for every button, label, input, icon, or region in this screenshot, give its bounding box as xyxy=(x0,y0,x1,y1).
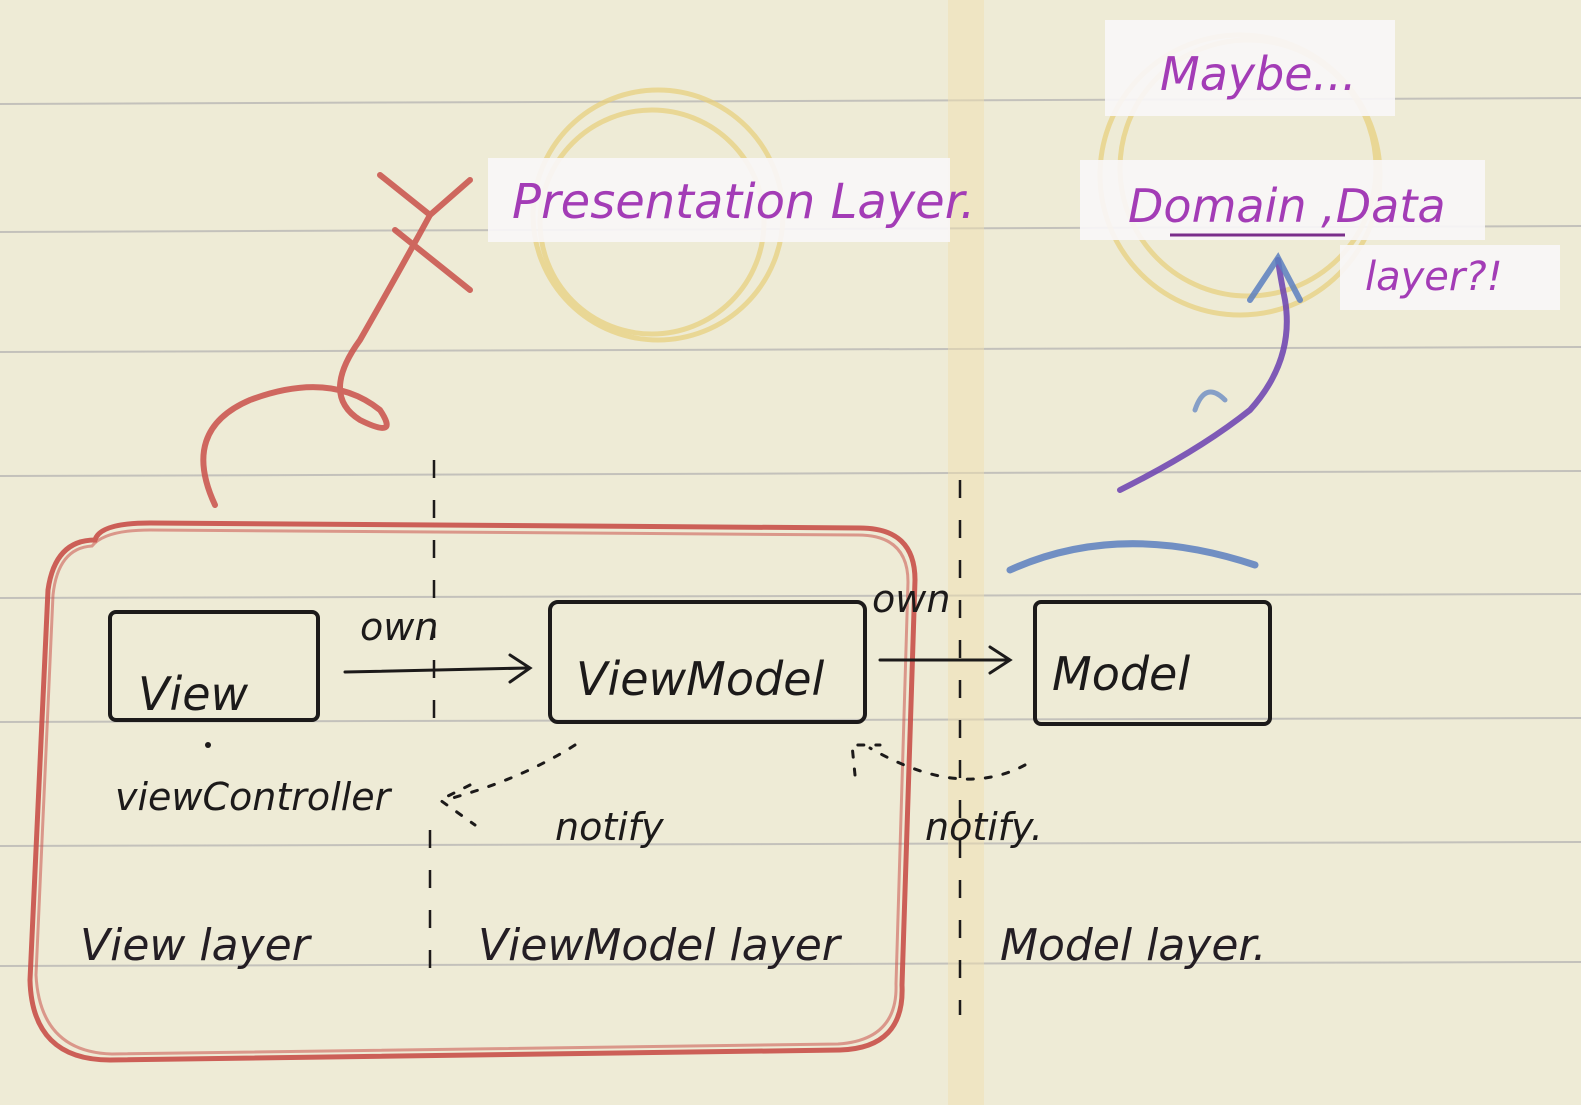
notify-label-2: notify. xyxy=(925,805,1043,849)
own-arrow-2 xyxy=(878,645,1013,675)
notify-label-1: notify xyxy=(555,805,664,849)
box-view: View xyxy=(108,610,320,722)
maybe-label: Maybe... xyxy=(1160,47,1356,101)
red-arrow-to-presentation xyxy=(200,172,473,508)
blue-arrow-to-domain xyxy=(1006,252,1303,574)
notify-arrow-1 xyxy=(437,743,577,827)
presentation-layer-label: Presentation Layer. xyxy=(512,174,975,230)
tape-maybe xyxy=(1105,20,1395,116)
domain-data-label: Domain ,Data xyxy=(1128,179,1446,233)
tape-domain xyxy=(1080,160,1485,240)
view-layer-label: View layer xyxy=(80,920,313,971)
layer-question-label: layer?! xyxy=(1365,254,1503,300)
dot-marker xyxy=(205,742,211,748)
own-label-1: own xyxy=(360,605,438,649)
binding-stripe xyxy=(948,0,984,1105)
tape-presentation xyxy=(488,158,950,242)
box-model-label: Model xyxy=(1052,647,1190,701)
own-arrow-1 xyxy=(343,653,533,684)
box-viewmodel-label: ViewModel xyxy=(576,652,825,706)
own-label-2: own xyxy=(872,577,950,621)
notify-arrow-2 xyxy=(850,743,1027,781)
layer-separators xyxy=(428,460,962,1015)
box-viewmodel: ViewModel xyxy=(548,600,867,724)
box-view-label: View xyxy=(138,667,249,721)
box-model: Model xyxy=(1033,600,1272,726)
viewmodel-layer-label: ViewModel layer xyxy=(478,920,843,971)
tape-layer xyxy=(1340,245,1560,310)
model-layer-label: Model layer. xyxy=(1000,920,1266,971)
view-controller-label: viewController xyxy=(115,775,393,819)
presentation-boundary xyxy=(27,520,918,1063)
